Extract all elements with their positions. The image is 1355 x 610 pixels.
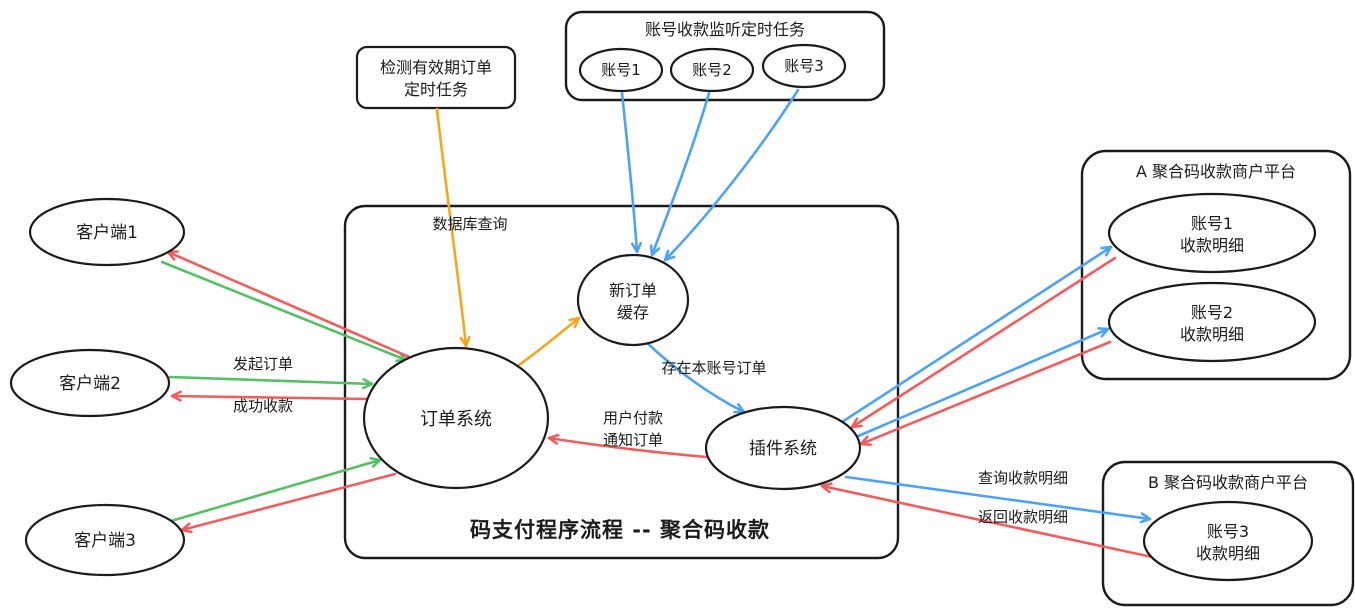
edge-label-account-order-exists: 存在本账号订单 (661, 359, 766, 377)
monitor-account2-shape (669, 47, 755, 93)
detect-task-box-shape (355, 45, 517, 110)
client3-shape (24, 503, 186, 577)
edge-monitor-account2-to-cache (649, 91, 711, 257)
platform-a-title: A 聚合码收款商户平台 (1136, 162, 1296, 181)
plugin-system-node: 插件系统 (704, 405, 862, 491)
edges: 数据库查询 发起订单 成功收款 存在本账号订单 用户付款 通知订单 查询收款明细… (160, 88, 1154, 559)
main-box-title: 码支付程序流程 -- 聚合码收款 (470, 518, 770, 542)
order-system-shape (362, 346, 550, 490)
platform-a-account1-node: 账号1 收款明细 (1107, 192, 1317, 274)
new-order-cache-node: 新订单 缓存 (576, 253, 690, 347)
plugin-system-shape (704, 405, 862, 491)
new-order-cache-label-line2: 缓存 (617, 303, 649, 322)
order-system-label: 订单系统 (420, 409, 492, 430)
edge-order-success-client3 (180, 472, 397, 534)
platform-a-account2-line2: 收款明细 (1180, 325, 1244, 344)
edge-client1-initiate-order (160, 260, 408, 363)
edge-label-query-details: 查询收款明细 (978, 469, 1068, 487)
edge-plugin-query-account2 (854, 327, 1110, 439)
edge-detect-task-db-query (435, 107, 471, 348)
edge-client2-initiate-order (168, 375, 374, 390)
monitor-account1-shape (578, 47, 664, 93)
edge-label-db-query: 数据库查询 (432, 215, 507, 233)
edge-plugin-query-account1 (840, 245, 1113, 424)
client1-shape (28, 197, 186, 267)
platform-b-account3-line1: 账号3 (1207, 522, 1249, 541)
client2-label: 客户端2 (59, 374, 121, 394)
edge-cache-to-plugin (644, 340, 746, 414)
edge-account1-return-plugin (850, 256, 1117, 429)
edge-plugin-query-account3 (844, 475, 1152, 524)
edge-monitor-account1-to-cache (620, 91, 642, 254)
platform-b-account3-node: 账号3 收款明细 (1142, 500, 1314, 582)
monitor-account2-node: 账号2 (669, 47, 755, 93)
edge-label-initiate-order: 发起订单 (233, 355, 293, 373)
edge-order-success-client1 (166, 250, 418, 362)
client3-label: 客户端3 (74, 531, 136, 551)
plugin-system-label: 插件系统 (749, 439, 817, 459)
edge-monitor-account3-to-cache (663, 88, 800, 262)
monitor-task-title: 账号收款监听定时任务 (645, 20, 805, 39)
platform-a-account2-line1: 账号2 (1191, 303, 1233, 322)
new-order-cache-shape (576, 253, 690, 347)
edge-order-success-client2 (170, 390, 369, 402)
edge-label-return-details: 返回收款明细 (978, 508, 1068, 526)
client2-node: 客户端2 (9, 348, 171, 418)
client1-label: 客户端1 (76, 223, 138, 243)
order-system-node: 订单系统 (362, 346, 550, 490)
platform-a-account1-shape (1107, 192, 1317, 274)
platform-a-account2-shape (1107, 281, 1317, 363)
monitor-account3-node: 账号3 (761, 43, 847, 89)
monitor-account2-label: 账号2 (692, 61, 732, 79)
monitor-account3-label: 账号3 (784, 57, 824, 75)
platform-b-account3-shape (1142, 500, 1314, 582)
edge-account3-return-plugin (820, 482, 1154, 559)
detect-task-node: 检测有效期订单 定时任务 (355, 45, 517, 110)
edge-label-user-payment-line1: 用户付款 (603, 409, 663, 427)
platform-a-account1-line2: 收款明细 (1180, 236, 1244, 255)
monitor-account1-label: 账号1 (601, 61, 641, 79)
detect-task-label-line1: 检测有效期订单 (380, 58, 492, 77)
edge-label-user-payment-line2: 通知订单 (603, 431, 663, 449)
platform-b-account3-line2: 收款明细 (1196, 544, 1260, 563)
platform-b-title: B 聚合码收款商户平台 (1148, 473, 1308, 492)
edge-account2-return-plugin (859, 340, 1112, 447)
client2-shape (9, 348, 171, 418)
platform-a-account1-line1: 账号1 (1191, 214, 1233, 233)
edge-client3-initiate-order (169, 457, 382, 523)
monitor-account3-shape (761, 43, 847, 89)
detect-task-label-line2: 定时任务 (404, 80, 468, 99)
monitor-account1-node: 账号1 (578, 47, 664, 93)
edge-label-success-payment: 成功收款 (233, 397, 293, 415)
client3-node: 客户端3 (24, 503, 186, 577)
client1-node: 客户端1 (28, 197, 186, 267)
edge-order-to-cache (517, 316, 581, 367)
platform-a-account2-node: 账号2 收款明细 (1107, 281, 1317, 363)
new-order-cache-label-line1: 新订单 (609, 281, 657, 300)
edge-plugin-notify-order (547, 433, 708, 459)
